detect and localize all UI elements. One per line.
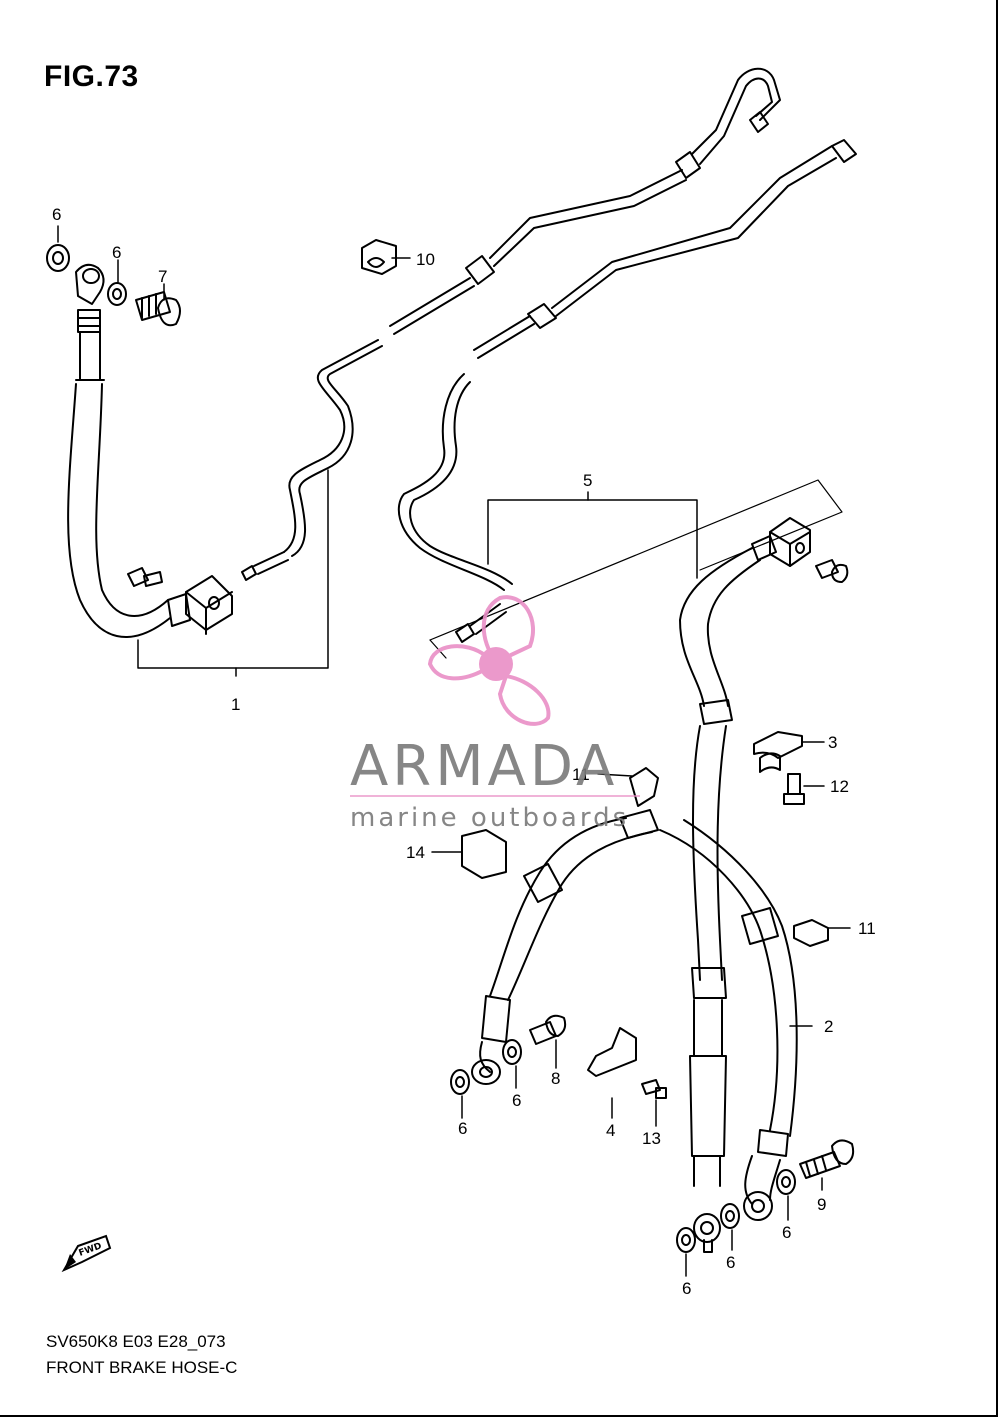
callout-6-b: 6	[112, 243, 121, 262]
fwd-arrow-badge: FWD	[61, 1234, 112, 1273]
callout-13: 13	[642, 1129, 661, 1148]
lower-left-hose	[471, 767, 659, 1085]
callout-7: 7	[158, 267, 167, 286]
callout-4: 4	[606, 1121, 615, 1140]
figure-title: FIG.73	[44, 60, 139, 93]
part-11-clamp	[793, 919, 829, 947]
callout-5: 5	[583, 471, 592, 490]
callout-11-a: 11	[572, 765, 590, 784]
callout-14: 14	[406, 843, 425, 862]
watermark: ARMADA marine outboards	[350, 595, 640, 833]
callout-10: 10	[416, 250, 435, 269]
watermark-tagline: marine outboards	[350, 803, 629, 833]
callout-6-g: 6	[782, 1223, 791, 1242]
callout-6-f: 6	[726, 1253, 735, 1272]
callout-12: 12	[830, 777, 849, 796]
part-8-bolt	[529, 1021, 557, 1045]
footer-diagram-code: SV650K8 E03 E28_073	[46, 1332, 226, 1351]
callout-6-a: 6	[52, 205, 61, 224]
footer-description: FRONT BRAKE HOSE-C	[46, 1358, 238, 1377]
part-2-hose	[659, 819, 813, 1221]
part-12-bolt	[783, 773, 805, 805]
part-10-clip	[361, 239, 411, 275]
callout-9: 9	[817, 1195, 826, 1214]
part-4-bracket	[587, 1027, 637, 1077]
callouts: 1 2 3 4 5 6 6 6 6 6 6 6 7 8 9 10 11 11 1…	[52, 205, 876, 1298]
propeller-logo-icon	[427, 595, 551, 726]
callout-2: 2	[824, 1017, 833, 1036]
callout-8: 8	[551, 1069, 560, 1088]
part-1-hose-assembly	[46, 67, 781, 677]
callout-6-e: 6	[682, 1279, 691, 1298]
watermark-brand: ARMADA	[350, 734, 618, 799]
callout-11-b: 11	[858, 919, 876, 938]
callout-6-d: 6	[512, 1091, 521, 1110]
part-13-bolt	[641, 1079, 667, 1099]
callout-3: 3	[828, 733, 837, 752]
part-5-hose-assembly	[397, 139, 857, 1253]
callout-1: 1	[231, 695, 240, 714]
callout-6-c: 6	[458, 1119, 467, 1138]
part-14-clip	[461, 829, 507, 879]
